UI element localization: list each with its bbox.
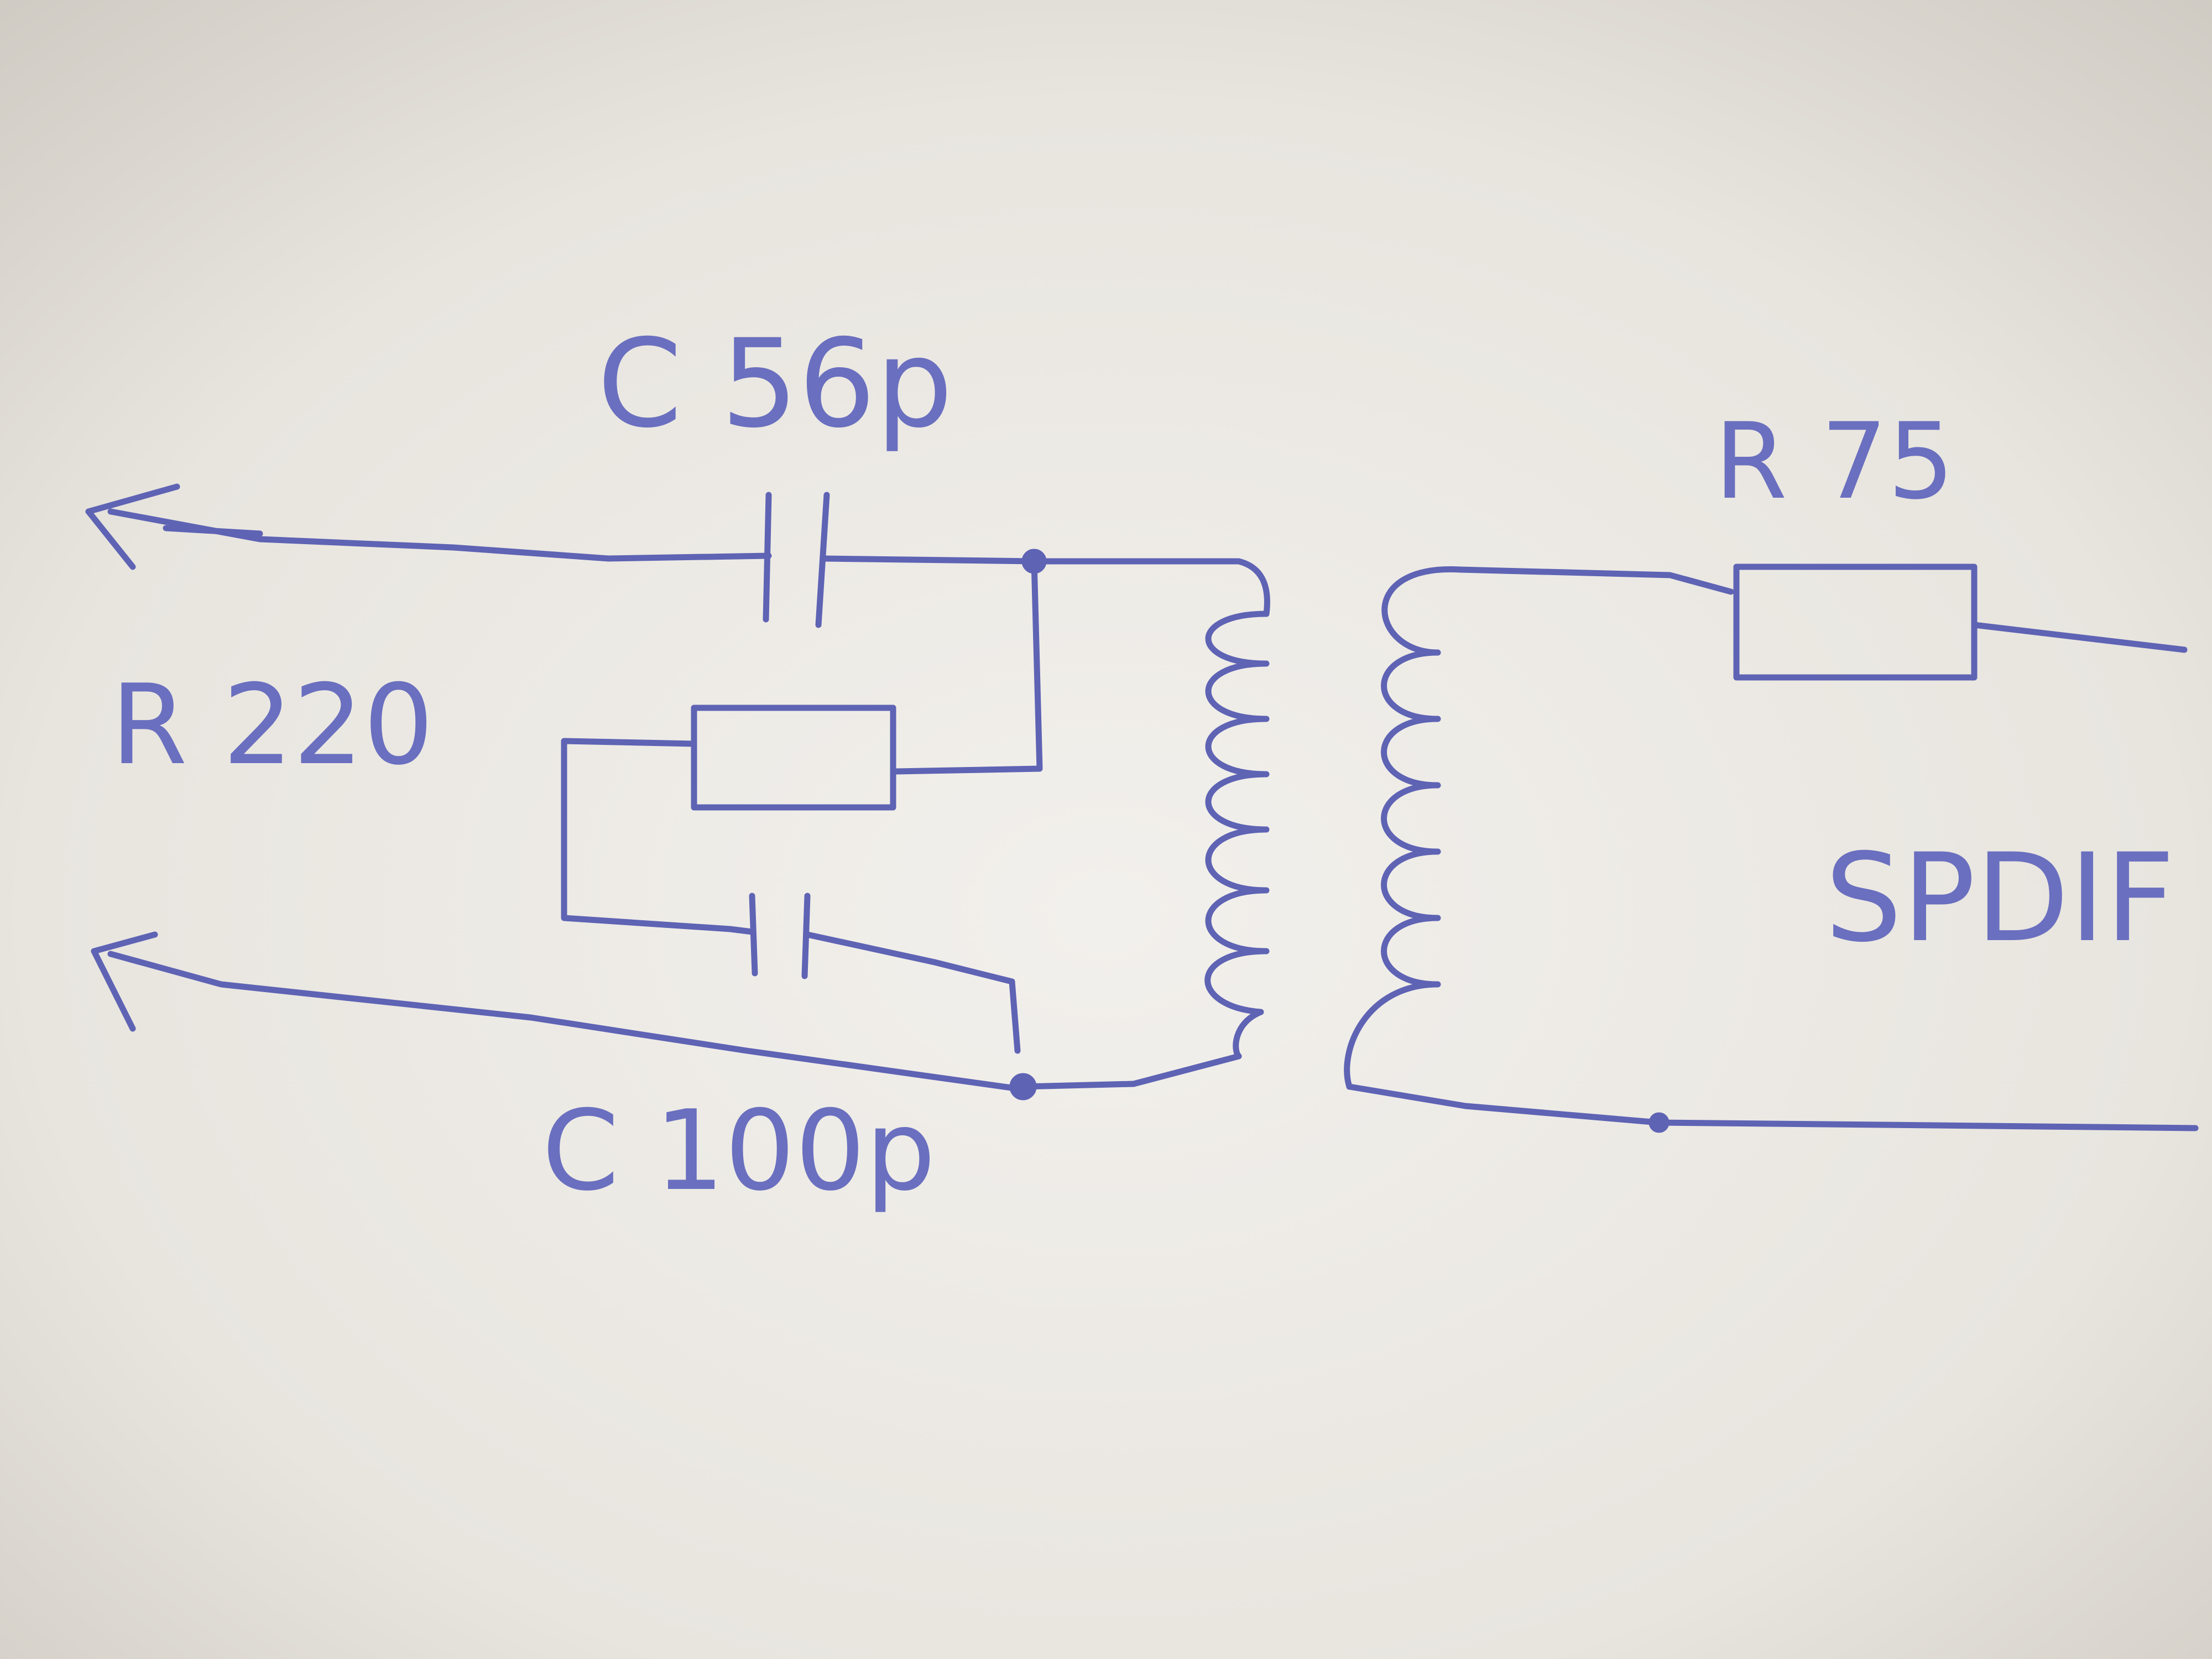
label-c-top: C 56p bbox=[597, 313, 953, 455]
capacitor-top bbox=[605, 492, 1037, 628]
resistor-right bbox=[1733, 564, 2188, 681]
transformer-secondary-coil bbox=[1344, 566, 1463, 1090]
label-r-left: R 220 bbox=[111, 661, 434, 790]
wire-top-to-primary bbox=[1031, 558, 1270, 617]
wire-blot bbox=[1648, 1112, 1670, 1133]
resistor-left bbox=[561, 705, 896, 932]
input-arrow-bottom bbox=[91, 931, 1026, 1093]
wire-bottom-to-primary bbox=[1020, 1053, 1242, 1090]
input-arrow-top bbox=[85, 483, 612, 570]
transformer-primary-coil bbox=[1204, 611, 1270, 1060]
label-spdif: SPDIF bbox=[1825, 827, 2175, 969]
label-r-right: R 75 bbox=[1714, 400, 1954, 523]
capacitor-bottom bbox=[727, 893, 1021, 1054]
wire-node-to-resistor bbox=[893, 558, 1043, 775]
wire-secondary-to-resistor bbox=[1457, 566, 1734, 595]
label-c-bottom: C 100p bbox=[542, 1087, 936, 1215]
